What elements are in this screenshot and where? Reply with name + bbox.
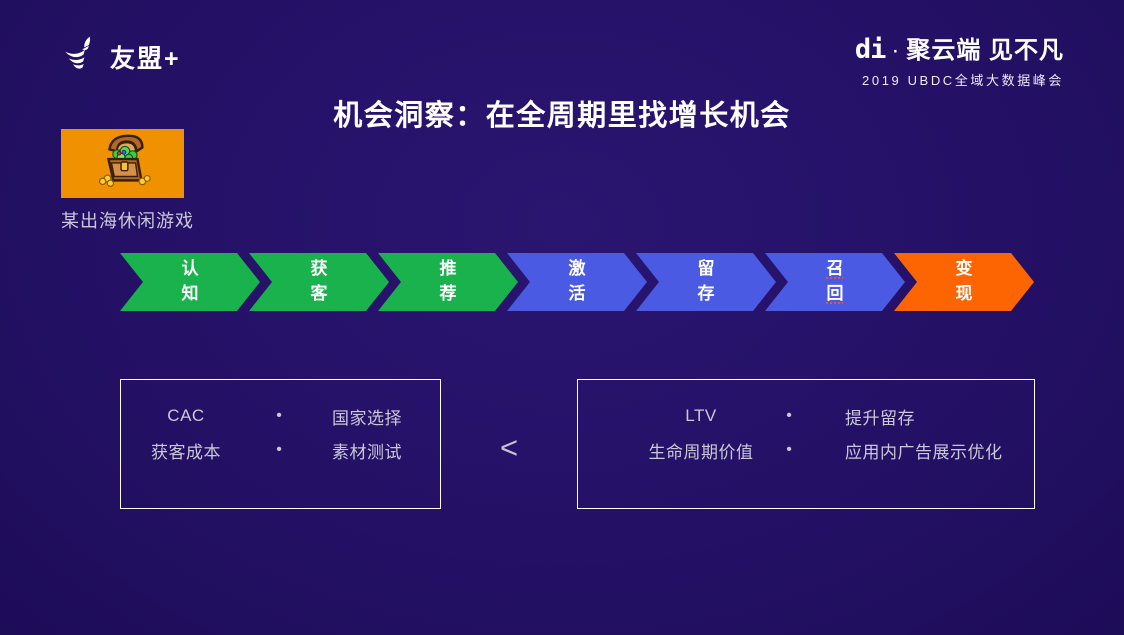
cac-term-cn: 获客成本 <box>151 442 221 462</box>
cac-item-1: 国家选择 <box>332 408 402 428</box>
treasure-chest-game-icon <box>92 130 154 197</box>
ltv-term: LTV <box>685 406 717 425</box>
dot-separator: · <box>891 37 901 64</box>
event-branding: di·聚云端 见不凡 2019 UBDC全域大数据峰会 <box>855 30 1064 89</box>
swallow-bird-icon <box>62 34 100 79</box>
event-tagline: 聚云端 见不凡 <box>906 37 1064 64</box>
less-than-operator: < <box>499 430 519 465</box>
page-title: 机会洞察：在全周期里找增长机会 <box>333 100 791 132</box>
funnel-stage-awareness: 认知 <box>120 253 260 311</box>
funnel-stage-label: 召回 <box>826 259 844 303</box>
bullet-icon: • <box>276 407 282 424</box>
game-caption: 某出海休闲游戏 <box>61 211 194 231</box>
ltv-row-1: LTV • 提升留存 <box>578 399 1034 433</box>
funnel-stage-label: 认知 <box>181 259 199 303</box>
ltv-box: LTV • 提升留存 生命周期价值 • 应用内广告展示优化 <box>577 379 1035 509</box>
bullet-icon: • <box>276 441 282 458</box>
funnel-stage-activation: 激活 <box>507 253 647 311</box>
di-logo: di <box>854 34 887 65</box>
ltv-item-1: 提升留存 <box>845 408 915 428</box>
cac-row-1: CAC • 国家选择 <box>121 399 440 433</box>
cac-term: CAC <box>167 406 205 425</box>
funnel-stage-label: 获客 <box>310 259 328 303</box>
funnel-stage-label: 激活 <box>568 259 586 303</box>
funnel-stage-label: 留存 <box>697 259 715 303</box>
funnel-stage-referral: 推荐 <box>378 253 518 311</box>
funnel-stage-label: 推荐 <box>439 259 457 303</box>
bullet-icon: • <box>786 441 792 458</box>
event-tagline-line: di·聚云端 见不凡 <box>855 30 1064 65</box>
funnel-stage-retention: 留存 <box>636 253 776 311</box>
ltv-term-cn: 生命周期价值 <box>648 442 754 462</box>
funnel-stage-recall: 召回 <box>765 253 905 311</box>
cac-item-2: 素材测试 <box>332 442 402 462</box>
umeng-logo: 友盟+ <box>62 34 181 79</box>
ltv-row-2: 生命周期价值 • 应用内广告展示优化 <box>578 433 1034 467</box>
event-subtitle: 2019 UBDC全域大数据峰会 <box>862 73 1064 88</box>
funnel-stage-monetization: 变现 <box>894 253 1034 311</box>
game-thumbnail <box>61 129 184 198</box>
funnel-stage-label: 变现 <box>955 259 973 303</box>
lifecycle-funnel: 认知 获客 推荐 激活 留存 召回 变现 <box>120 253 1034 311</box>
funnel-stage-acquisition: 获客 <box>249 253 389 311</box>
cac-row-2: 获客成本 • 素材测试 <box>121 433 440 467</box>
ltv-item-2: 应用内广告展示优化 <box>845 442 1003 462</box>
cac-box: CAC • 国家选择 获客成本 • 素材测试 <box>120 379 441 509</box>
bullet-icon: • <box>786 407 792 424</box>
umeng-logo-text: 友盟+ <box>110 44 181 73</box>
